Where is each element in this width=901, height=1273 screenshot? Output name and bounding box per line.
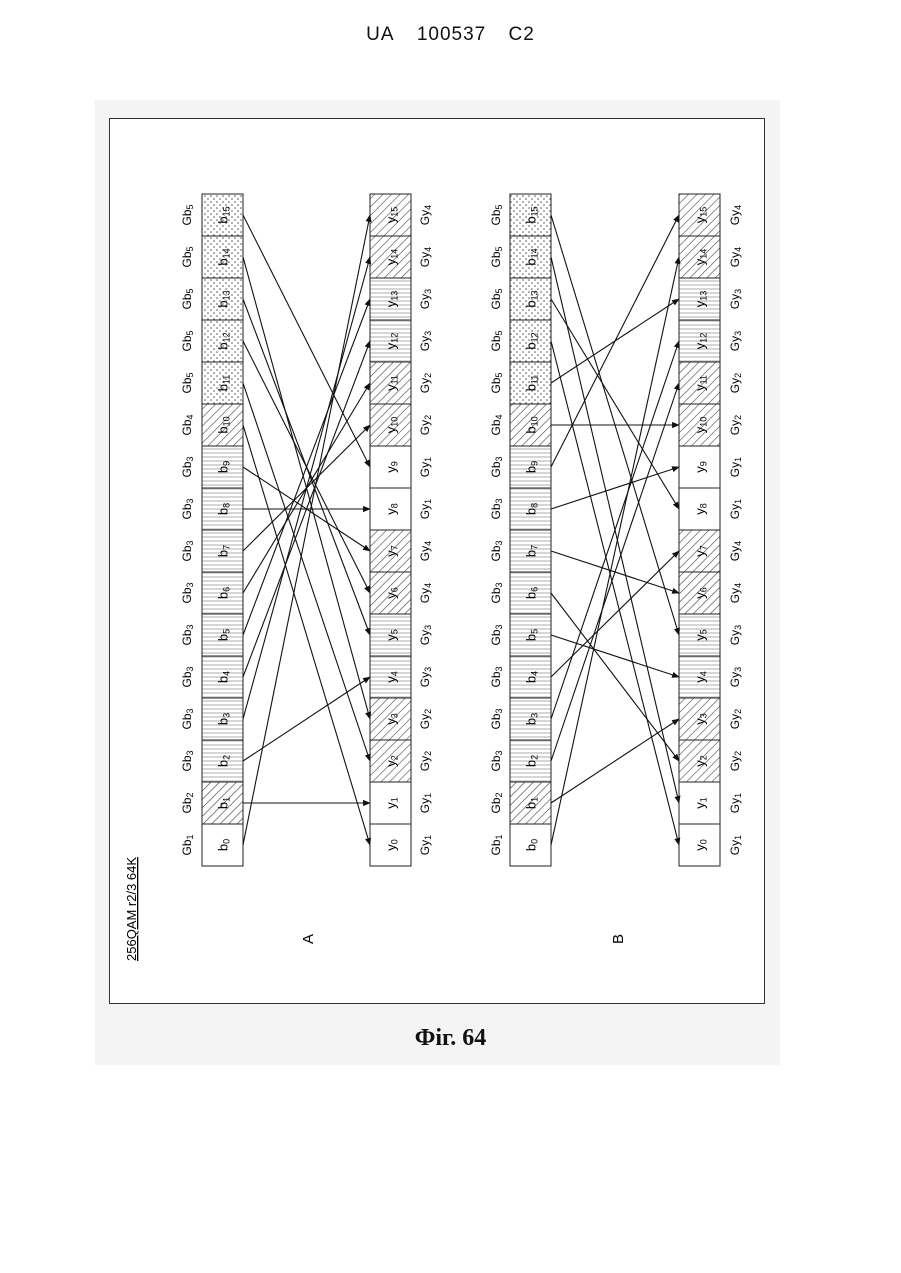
bit-group-label: Gb2 <box>489 792 504 813</box>
symbol-group-label: Gy2 <box>418 709 433 729</box>
bit-group-label: Gb5 <box>489 204 504 225</box>
bit-group-label: Gb3 <box>489 666 504 687</box>
symbol-group-label: Gy1 <box>418 499 433 519</box>
symbol-group-label: Gy4 <box>418 541 433 561</box>
symbol-group-label: Gy4 <box>728 205 743 225</box>
mapping-arrow <box>243 215 370 845</box>
patent-country: UA <box>366 24 394 45</box>
bit-group-label: Gb3 <box>180 750 195 771</box>
mapping-arrow <box>551 257 679 803</box>
symbol-group-label: Gy3 <box>418 331 433 351</box>
bit-group-label: Gb5 <box>180 204 195 225</box>
symbol-group-label: Gy3 <box>728 625 743 645</box>
symbol-group-label: Gy4 <box>418 247 433 267</box>
bit-group-label: Gb4 <box>180 414 195 435</box>
panel-b: BGb1b0y0Gy1Gb2b1y1Gy1Gb3b2y2Gy2Gb3b3y3Gy… <box>489 194 743 944</box>
symbol-group-label: Gy2 <box>418 415 433 435</box>
bit-group-label: Gb5 <box>489 372 504 393</box>
symbol-group-label: Gy1 <box>728 457 743 477</box>
mapping-arrow <box>243 215 370 467</box>
bit-group-label: Gb5 <box>180 372 195 393</box>
panel-label: A <box>300 934 317 944</box>
bit-group-label: Gb3 <box>489 498 504 519</box>
mapping-arrow <box>551 257 679 845</box>
symbol-group-label: Gy4 <box>728 247 743 267</box>
bit-group-label: Gb3 <box>489 750 504 771</box>
bit-group-label: Gb2 <box>180 792 195 813</box>
bit-group-label: Gb3 <box>180 666 195 687</box>
symbol-group-label: Gy4 <box>728 541 743 561</box>
mapping-arrow <box>551 299 679 509</box>
config-label: 256QAM r2/3 64K <box>124 857 139 961</box>
symbol-group-label: Gy3 <box>728 289 743 309</box>
mapping-arrow <box>551 467 679 509</box>
patent-header: UA 100537 C2 <box>0 24 901 46</box>
symbol-group-label: Gy2 <box>728 415 743 435</box>
panel-a: AGb1b0y0Gy1Gb2b1y1Gy1Gb3b2y2Gy2Gb3b3y3Gy… <box>180 194 433 944</box>
bit-group-label: Gb3 <box>489 582 504 603</box>
mapping-arrow <box>551 551 679 677</box>
symbol-group-label: Gy2 <box>418 751 433 771</box>
mapping-arrow <box>551 341 679 845</box>
symbol-group-label: Gy4 <box>418 583 433 603</box>
patent-kind: C2 <box>509 24 535 45</box>
symbol-group-label: Gy1 <box>728 793 743 813</box>
mapping-arrow <box>243 383 370 761</box>
mapping-arrow <box>551 593 679 761</box>
mapping-arrow <box>551 635 679 677</box>
bit-group-label: Gb3 <box>489 624 504 645</box>
bit-group-label: Gb5 <box>180 246 195 267</box>
symbol-group-label: Gy2 <box>728 373 743 393</box>
bit-group-label: Gb5 <box>489 246 504 267</box>
symbol-group-label: Gy1 <box>418 835 433 855</box>
symbol-group-label: Gy3 <box>418 625 433 645</box>
symbol-group-label: Gy1 <box>418 793 433 813</box>
bit-group-label: Gb5 <box>489 288 504 309</box>
patent-number: 100537 <box>417 24 486 45</box>
bit-group-label: Gb3 <box>180 708 195 729</box>
figure-frame: 256QAM r2/3 64K AGb1b0y0Gy1Gb2b1y1Gy1Gb3… <box>109 118 765 1004</box>
bit-group-label: Gb3 <box>180 582 195 603</box>
bit-group-label: Gb5 <box>180 330 195 351</box>
symbol-group-label: Gy4 <box>728 583 743 603</box>
bit-group-label: Gb4 <box>489 414 504 435</box>
mapping-arrow <box>243 677 370 761</box>
bit-group-label: Gb5 <box>489 330 504 351</box>
symbol-group-label: Gy1 <box>728 835 743 855</box>
symbol-group-label: Gy1 <box>728 499 743 519</box>
bit-group-label: Gb3 <box>489 540 504 561</box>
bit-group-label: Gb3 <box>180 456 195 477</box>
symbol-group-label: Gy2 <box>418 373 433 393</box>
symbol-group-label: Gy3 <box>728 667 743 687</box>
symbol-group-label: Gy2 <box>728 751 743 771</box>
bit-group-label: Gb1 <box>489 834 504 855</box>
panel-label: B <box>610 934 627 944</box>
symbol-group-label: Gy2 <box>728 709 743 729</box>
bit-group-label: Gb5 <box>180 288 195 309</box>
symbol-group-label: Gy4 <box>418 205 433 225</box>
symbol-group-label: Gy3 <box>728 331 743 351</box>
bit-group-label: Gb3 <box>180 498 195 519</box>
symbol-group-label: Gy3 <box>418 667 433 687</box>
bit-group-label: Gb3 <box>180 540 195 561</box>
bit-group-label: Gb1 <box>180 834 195 855</box>
bit-interleaver-diagram: 256QAM r2/3 64K AGb1b0y0Gy1Gb2b1y1Gy1Gb3… <box>110 119 764 1003</box>
mapping-arrow <box>551 719 679 803</box>
bit-group-label: Gb3 <box>489 708 504 729</box>
bit-group-label: Gb3 <box>180 624 195 645</box>
config-label-group: 256QAM r2/3 64K <box>124 857 139 961</box>
symbol-group-label: Gy3 <box>418 289 433 309</box>
symbol-group-label: Gy1 <box>418 457 433 477</box>
figure-caption: Фіг. 64 <box>0 1025 901 1052</box>
bit-group-label: Gb3 <box>489 456 504 477</box>
